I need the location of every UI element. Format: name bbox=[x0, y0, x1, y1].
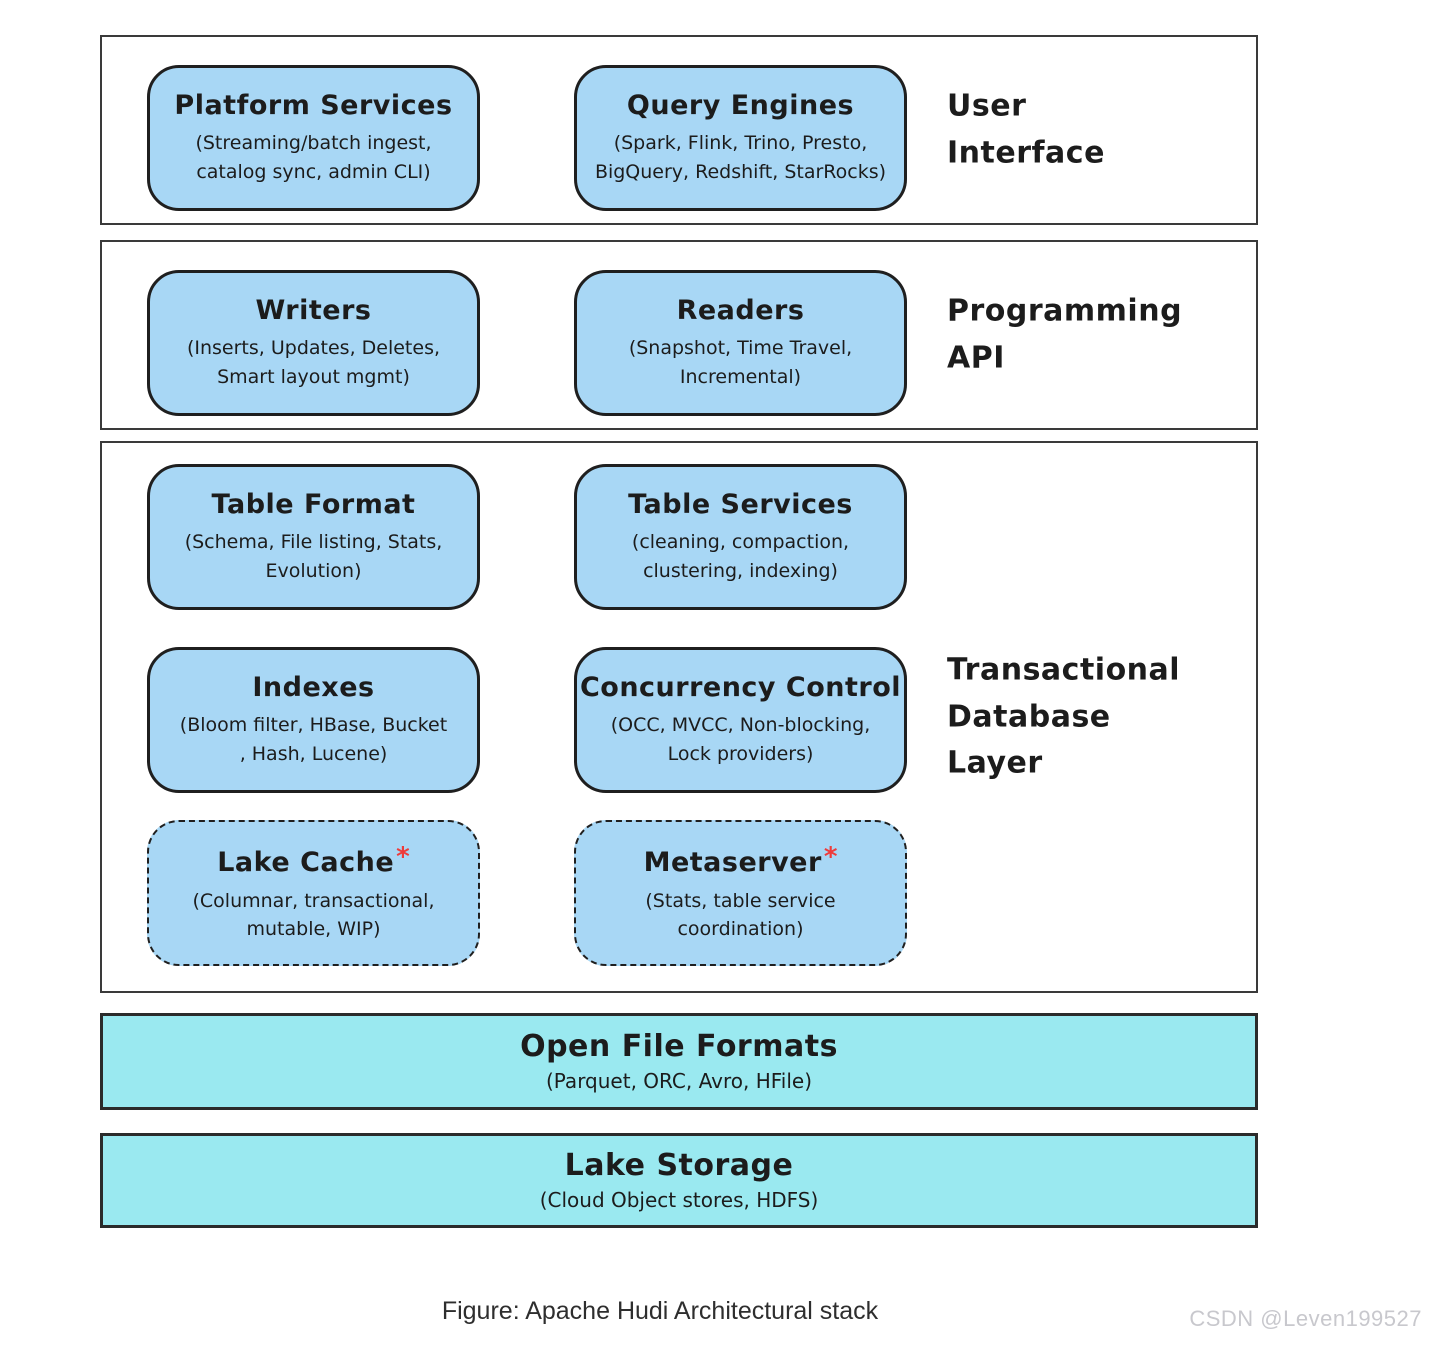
figure-caption: Figure: Apache Hudi Architectural stack bbox=[441, 1297, 879, 1325]
band-title-lake-storage: Lake Storage bbox=[564, 1148, 794, 1184]
box-concurrency-control: Concurrency Control (OCC, MVCC, Non-bloc… bbox=[574, 647, 907, 793]
band-subtitle-lake-storage: (Cloud Object stores, HDFS) bbox=[539, 1187, 819, 1212]
band-open-file-formats: Open File Formats (Parquet, ORC, Avro, H… bbox=[100, 1013, 1258, 1110]
box-title-table-services: Table Services bbox=[628, 488, 853, 520]
box-title-writers: Writers bbox=[255, 294, 372, 326]
experimental-asterisk: * bbox=[396, 842, 410, 873]
section-programming-api: Writers (Inserts, Updates, Deletes, Smar… bbox=[100, 240, 1258, 430]
box-title-metaserver: Metaserver bbox=[643, 847, 822, 879]
box-title-table-format: Table Format bbox=[211, 488, 416, 520]
box-title-lake-cache: Lake Cache bbox=[217, 847, 395, 879]
box-query-engines: Query Engines (Spark, Flink, Trino, Pres… bbox=[574, 65, 907, 211]
box-title-indexes: Indexes bbox=[252, 671, 375, 703]
csdn-watermark: CSDN @Leven199527 bbox=[1189, 1306, 1422, 1331]
box-writers: Writers (Inserts, Updates, Deletes, Smar… bbox=[147, 270, 480, 416]
box-table-services: Table Services (cleaning, compaction, cl… bbox=[574, 464, 907, 610]
box-readers: Readers (Snapshot, Time Travel, Incremen… bbox=[574, 270, 907, 416]
layer-label-programming-api: Programming API bbox=[947, 293, 1183, 376]
box-subtitle-lake-cache: (Columnar, transactional, mutable, WIP) bbox=[192, 889, 435, 941]
experimental-asterisk: * bbox=[823, 842, 838, 873]
box-title-row-lake-cache: Lake Cache* bbox=[217, 842, 410, 879]
box-subtitle-concurrency-control: (OCC, MVCC, Non-blocking, Lock providers… bbox=[610, 714, 871, 765]
layer-label-transactional-database-layer: Transactional Database Layer bbox=[947, 652, 1181, 781]
box-subtitle-query-engines: (Spark, Flink, Trino, Presto, BigQuery, … bbox=[594, 132, 887, 183]
band-subtitle-open-file-formats: (Parquet, ORC, Avro, HFile) bbox=[545, 1068, 813, 1093]
box-subtitle-readers: (Snapshot, Time Travel, Incremental) bbox=[628, 337, 853, 388]
band-title-open-file-formats: Open File Formats bbox=[520, 1029, 838, 1065]
box-subtitle-indexes: (Bloom filter, HBase, Bucket , Hash, Luc… bbox=[179, 714, 448, 765]
box-title-row-metaserver: Metaserver* bbox=[644, 842, 838, 879]
box-title-query-engines: Query Engines bbox=[626, 89, 855, 121]
box-indexes: Indexes (Bloom filter, HBase, Bucket , H… bbox=[147, 647, 480, 793]
box-subtitle-platform-services: (Streaming/batch ingest, catalog sync, a… bbox=[195, 132, 432, 183]
box-title-platform-services: Platform Services bbox=[174, 89, 453, 121]
box-platform-services: Platform Services (Streaming/batch inges… bbox=[147, 65, 480, 211]
box-lake-cache: Lake Cache* (Columnar, transactional, mu… bbox=[147, 820, 480, 966]
box-title-readers: Readers bbox=[676, 294, 805, 326]
section-transactional-database-layer: Table Format (Schema, File listing, Stat… bbox=[100, 441, 1258, 993]
box-subtitle-metaserver: (Stats, table service coordination) bbox=[645, 889, 836, 941]
box-metaserver: Metaserver* (Stats, table service coordi… bbox=[574, 820, 907, 966]
box-table-format: Table Format (Schema, File listing, Stat… bbox=[147, 464, 480, 610]
box-subtitle-writers: (Inserts, Updates, Deletes, Smart layout… bbox=[186, 337, 441, 388]
box-subtitle-table-format: (Schema, File listing, Stats, Evolution) bbox=[184, 531, 443, 582]
box-title-concurrency-control: Concurrency Control bbox=[579, 671, 902, 703]
box-subtitle-table-services: (cleaning, compaction, clustering, index… bbox=[631, 531, 850, 582]
section-user-interface: Platform Services (Streaming/batch inges… bbox=[100, 35, 1258, 225]
band-lake-storage: Lake Storage (Cloud Object stores, HDFS) bbox=[100, 1133, 1258, 1228]
layer-label-user-interface: User Interface bbox=[947, 88, 1105, 171]
